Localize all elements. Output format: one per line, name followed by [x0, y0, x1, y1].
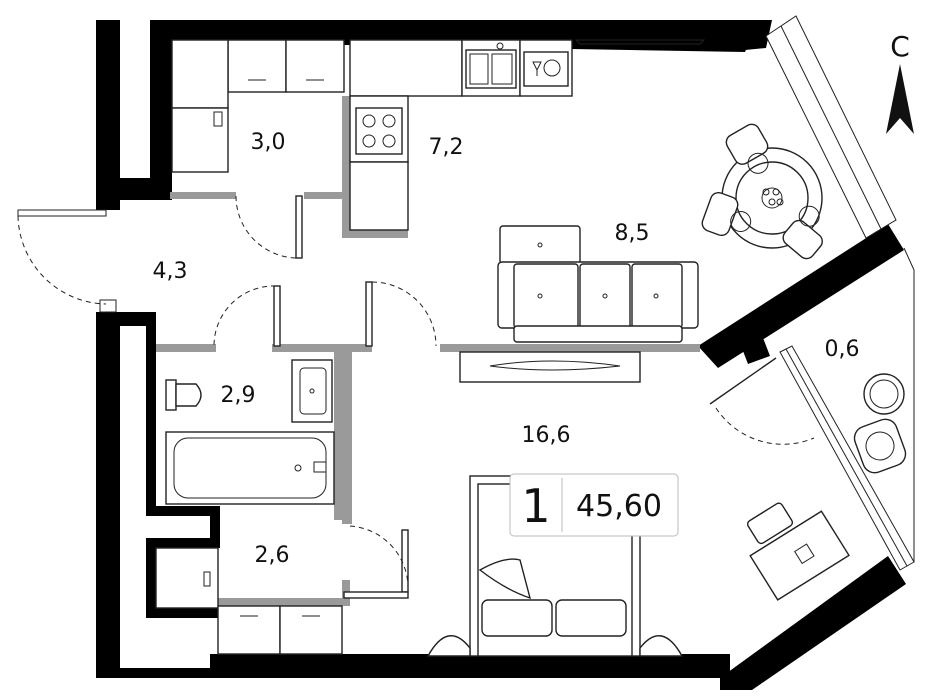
- sofa-icon: [497, 225, 699, 343]
- toilet-icon: [165, 379, 202, 411]
- exterior-walls: [96, 20, 906, 690]
- living-furniture: [426, 475, 684, 657]
- room-area-kitchen-niche: 3,0: [251, 130, 286, 155]
- dishwasher-icon: [523, 51, 569, 87]
- bathroom-fixtures: [165, 359, 335, 505]
- bathtub-icon: [165, 431, 335, 505]
- compass-label: С: [890, 30, 910, 63]
- room-area-labels: 3,0 7,2 8,5 4,3 2,9 16,6 0,6 2,6: [153, 130, 860, 568]
- windows: [17, 15, 915, 571]
- kitchen-furniture: [171, 39, 706, 231]
- cooktop-icon: [355, 107, 403, 155]
- rooms-count: 1: [521, 479, 550, 533]
- north-compass-icon: С: [886, 30, 914, 134]
- bed-icon: [426, 475, 684, 657]
- doors: [17, 195, 815, 599]
- storage-furniture: [155, 547, 343, 655]
- room-area-kitchen: 7,2: [429, 135, 464, 160]
- room-area-living: 16,6: [522, 423, 571, 448]
- washbasin-icon: [291, 359, 333, 423]
- room-area-balcony: 0,6: [825, 337, 860, 362]
- room-area-hall: 4,3: [153, 259, 188, 284]
- room-area-bathroom: 2,9: [221, 383, 256, 408]
- balcony-furniture: [746, 373, 907, 601]
- kitchen-sink-icon: [465, 42, 517, 89]
- room-area-storage: 2,6: [255, 543, 290, 568]
- room-area-dining: 8,5: [615, 221, 650, 246]
- dining-table-icon: [701, 123, 823, 260]
- dining-furniture: [459, 123, 823, 383]
- total-area: 45,60: [576, 489, 662, 524]
- apartment-badge: 1 45,60: [509, 473, 679, 537]
